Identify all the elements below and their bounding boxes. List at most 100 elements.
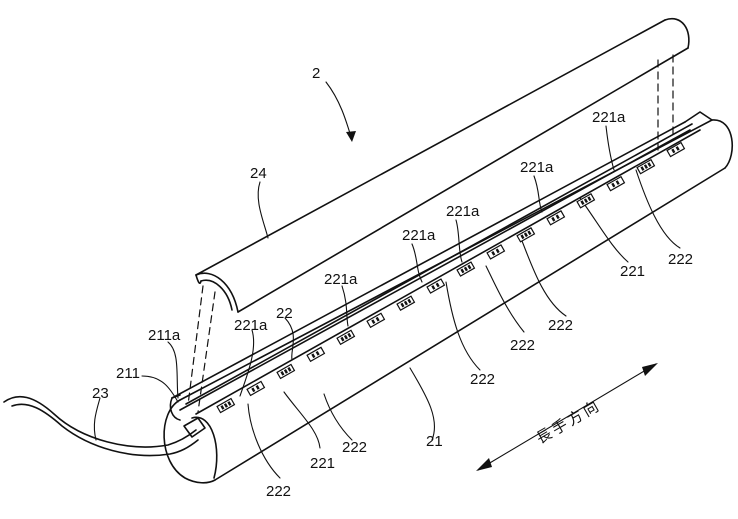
cable-upper [3,395,197,448]
leader-221a-3 [411,243,423,283]
leader-24 [257,181,269,239]
component-pad [340,336,345,342]
component-pad [643,164,648,169]
label-221-left: 221 [310,455,335,472]
led-component [336,329,356,346]
led-component [396,295,416,311]
component-pad [555,214,560,220]
arrowheads [346,131,658,471]
component-pad [463,266,468,272]
component-pad [615,180,620,185]
label-211: 211 [116,365,140,382]
component-pad [580,200,585,205]
alignment-lines [187,54,674,413]
resistor-body [666,141,686,158]
component-pad [311,353,316,359]
component-pad [671,148,676,154]
label-221a-4: 221a [446,203,480,220]
component-pad [315,350,320,356]
component-pad [407,298,412,304]
channel-back-wall-top [171,121,686,399]
resistor-body [486,244,506,260]
component-pad [460,268,465,274]
component-pad [527,230,532,236]
component-pad [283,369,288,374]
resistor-body [546,210,566,226]
base-left-end-outer [163,399,216,484]
label-211a: 211a [148,327,181,344]
component-pad [287,367,292,372]
resistor-component [246,380,266,397]
board-part [169,111,713,421]
arrowhead-dir-left [476,458,492,471]
leader-221a-6 [605,125,615,171]
leader-221a-4 [455,219,463,263]
resistor-body [366,312,386,329]
label-222-2: 222 [342,439,367,456]
component-pad [523,232,528,238]
arrowhead-2 [346,131,356,142]
align-left-outer [187,285,204,406]
component-pad [583,198,588,203]
component-pad [343,334,348,340]
label-221a-6: 221a [592,109,626,126]
leader-221a-2 [341,285,349,327]
cable-part [3,395,206,457]
label-22: 22 [276,305,293,322]
leader-21 [409,367,436,441]
leader-221-left [283,391,321,449]
cover-left-end-outer [195,272,239,313]
wall-edge-211a [171,394,181,399]
leader-lines [93,81,681,479]
led-component [576,192,596,209]
leader-222-6 [635,169,681,249]
component-pad [220,405,225,410]
cover-right-end [664,17,690,49]
board-front-edge [195,129,701,415]
led-component [276,363,296,380]
label-222-1: 222 [266,483,291,500]
component-pad [255,385,260,390]
cover-left-end-inner [200,279,233,311]
component-pad [491,251,496,256]
label-221a-3: 221a [402,227,436,244]
label-222-5: 222 [548,317,573,334]
leader-2 [325,81,353,141]
component-pad [587,196,592,202]
resistor-body [426,278,446,294]
resistor-component [366,312,386,329]
label-222-6: 222 [668,251,693,268]
component-pad [520,234,525,240]
cover-bottom-edge [237,47,689,313]
component-pad [223,403,228,408]
connector [183,417,206,438]
channel-back-wall-bottom [179,129,691,411]
component-pad [675,146,680,151]
component-pad [495,248,500,254]
component-row [216,141,686,414]
leader-222-5 [519,235,567,317]
cover-top-edge [195,19,666,276]
led-component [456,261,476,277]
direction-arrow-line [477,363,657,471]
component-pad [400,302,405,308]
arrowhead-dir-right [642,363,658,376]
cover-lip [195,274,202,284]
label-longitudinal-direction: 長手方向 [534,397,605,448]
component-pad [431,285,436,290]
resistor-component [666,141,686,158]
leader-222-4 [485,265,525,333]
component-pad [647,162,652,167]
led-component [516,227,536,243]
component-pad [347,332,352,338]
base-right-end [711,119,733,169]
leader-22 [284,317,294,361]
leader-211a [167,341,179,399]
component-pad [551,216,556,222]
leader-23 [93,397,101,441]
component-pad [611,182,616,188]
resistor-body [306,346,326,363]
label-222-4: 222 [510,337,535,354]
